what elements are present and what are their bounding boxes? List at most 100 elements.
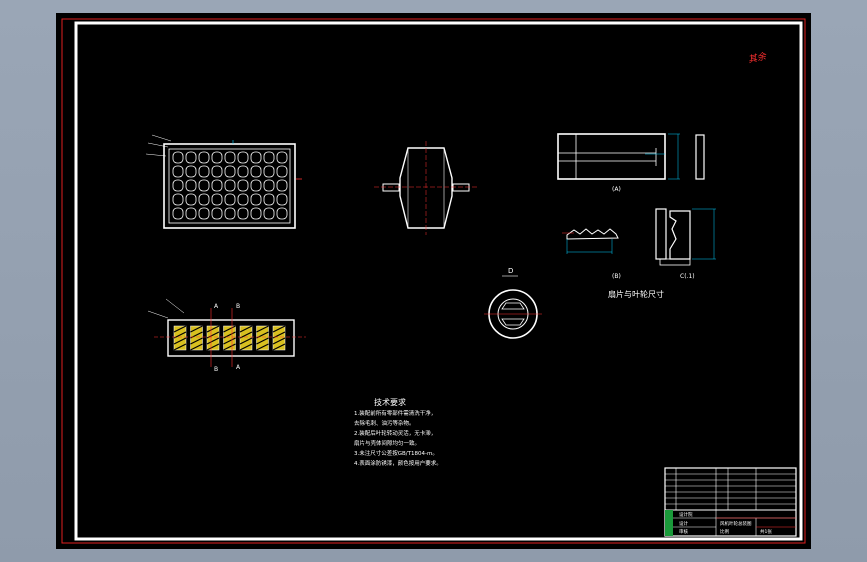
grille-cell — [172, 179, 184, 192]
grille-cell — [276, 193, 288, 206]
grille-cell — [237, 207, 249, 220]
title-block-school: 设计院 — [679, 511, 693, 518]
grille-cell — [237, 165, 249, 178]
grille-cell — [276, 179, 288, 192]
section-view — [147, 298, 306, 367]
tech-req-lines: 1.装配前所有零部件需清洗干净， 去除毛刺、油污等杂物。 2.装配后叶轮转动灵活… — [354, 409, 442, 467]
grille-cell — [224, 193, 236, 206]
hatch-line — [206, 337, 220, 345]
title-block-scale: 比例 — [720, 528, 729, 535]
grille-cell — [263, 165, 275, 178]
tech-req-line: 2.装配后叶轮转动灵活，无卡滞， — [354, 429, 436, 437]
grille-cell — [276, 151, 288, 164]
hatch-line — [223, 331, 236, 339]
title-block — [664, 467, 797, 537]
grille-cell — [250, 193, 262, 206]
grille-cell — [185, 151, 197, 164]
outer-border — [61, 18, 806, 544]
hatch-line — [206, 325, 220, 333]
grille-cell — [211, 193, 223, 206]
hatch-line — [256, 343, 269, 351]
tech-req-line: 扇片与壳体间隙均匀一致。 — [354, 439, 420, 447]
grille-cell — [250, 151, 262, 164]
grille-cell — [172, 207, 184, 220]
grille-cell — [263, 193, 275, 206]
impeller-side-view — [374, 141, 478, 235]
grille-cell — [237, 193, 249, 206]
grille-cell — [237, 151, 249, 164]
view-label-a: (A) — [612, 186, 621, 193]
hatch-line — [239, 325, 253, 333]
title-block-designer: 设计 — [679, 520, 688, 527]
grille-front-view — [145, 134, 302, 229]
section-label-a-bottom: A — [236, 364, 241, 371]
hatch-line — [190, 337, 203, 345]
blade-profile-view — [562, 228, 619, 254]
roughness-mark: 其余 — [747, 51, 768, 66]
grille-cell — [276, 165, 288, 178]
grille-cell — [198, 193, 210, 206]
section-label-a-top: A — [214, 303, 219, 310]
hatch-line — [206, 343, 220, 351]
grille-cell — [263, 179, 275, 192]
hatch-line — [173, 343, 187, 351]
grille-cell — [224, 151, 236, 164]
view-label-b: (B) — [612, 273, 621, 280]
hatch-line — [173, 337, 187, 345]
grille-cell — [211, 151, 223, 164]
hatch-line — [190, 325, 203, 333]
grille-cell — [198, 165, 210, 178]
grille-cell — [172, 165, 184, 178]
view-label-d: D — [508, 267, 513, 275]
grille-cell — [185, 207, 197, 220]
hatch-line — [223, 337, 236, 345]
grille-cell — [250, 207, 262, 220]
inner-frame — [74, 21, 803, 541]
hatch-line — [272, 325, 286, 333]
grille-cell — [276, 207, 288, 220]
grille-cell — [172, 193, 184, 206]
hatch-line — [256, 325, 269, 333]
hatch-line — [272, 337, 286, 345]
grille-cell — [263, 151, 275, 164]
grille-cell — [224, 165, 236, 178]
grille-cell — [237, 179, 249, 192]
hatch-line — [173, 325, 187, 333]
hatch-line — [239, 343, 253, 351]
grille-cell — [198, 179, 210, 192]
tech-req-line: 4.表面涂防锈漆，颜色按用户要求。 — [354, 459, 442, 467]
grille-cell — [185, 165, 197, 178]
tech-req-line: 3.未注尺寸公差按GB/T1804-m。 — [354, 449, 438, 457]
grille-cell — [250, 165, 262, 178]
section-label-b-top: B — [236, 303, 240, 310]
blade-top-view — [557, 133, 705, 180]
grille-cell — [198, 207, 210, 220]
tech-req-line: 1.装配前所有零部件需清洗干净， — [354, 409, 436, 417]
grille-cell — [224, 207, 236, 220]
hatch-line — [272, 343, 286, 351]
hatch-line — [223, 343, 236, 351]
view-label-cc: C(.1) — [680, 273, 695, 280]
grille-cell — [185, 193, 197, 206]
grille-cell — [211, 165, 223, 178]
circular-view-d — [484, 275, 542, 339]
grille-cell — [185, 179, 197, 192]
detail-caption: 扇片与叶轮尺寸 — [608, 289, 664, 299]
hatch-line — [190, 343, 203, 351]
grille-cell — [224, 179, 236, 192]
hatch-line — [223, 325, 236, 333]
tech-req-line: 去除毛刺、油污等杂物。 — [354, 419, 415, 427]
grille-cell — [263, 207, 275, 220]
drawing-sheet — [56, 13, 811, 549]
hatch-line — [256, 337, 269, 345]
grille-cell — [172, 151, 184, 164]
grille-cell — [211, 179, 223, 192]
title-block-sheet: 共1张 — [760, 528, 772, 535]
grille-cell — [211, 207, 223, 220]
blade-section-view — [655, 208, 716, 266]
cad-drawing-canvas: 其余 A B B A — [56, 13, 811, 549]
title-block-drawing-title: 风机叶轮总装图 — [720, 520, 752, 527]
section-label-b-bottom: B — [214, 366, 218, 373]
hatch-line — [239, 337, 253, 345]
tech-req-title: 技术要求 — [374, 397, 406, 407]
